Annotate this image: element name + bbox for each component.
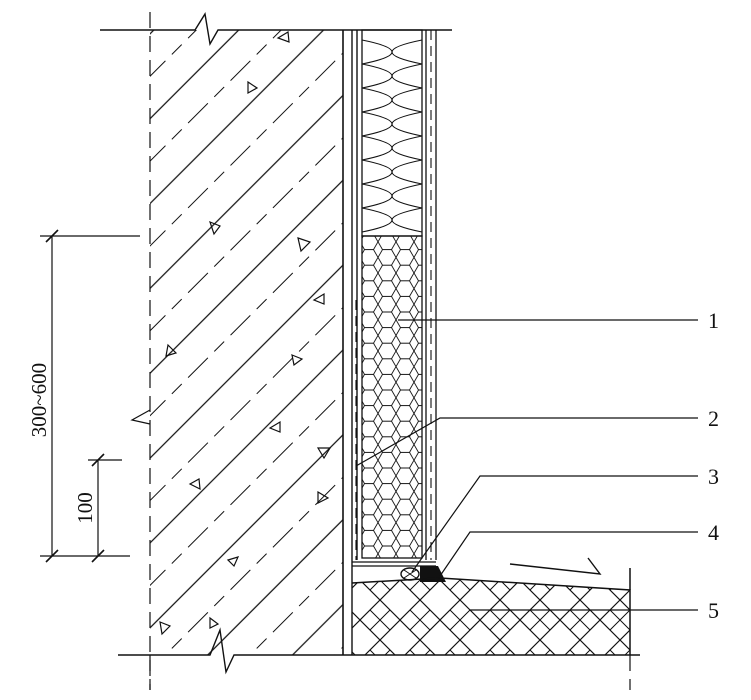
callout-2: 2: [708, 406, 719, 431]
callout-1: 1: [708, 308, 719, 333]
aggregate-marks: [159, 30, 332, 636]
leader-lines: [355, 319, 698, 611]
compacted-soil: [149, 568, 631, 690]
slope-arrow: [509, 557, 602, 575]
dimension-outer: 300~600: [27, 229, 140, 563]
callout-5: 5: [708, 598, 719, 623]
mineral-wool-insulation: [361, 29, 423, 237]
dimension-inner: 100: [73, 453, 122, 563]
rigid-insulation-board: [361, 235, 423, 559]
callout-4: 4: [708, 520, 719, 545]
callout-3: 3: [708, 464, 719, 489]
concrete-wall: [130, 12, 344, 690]
dimension-inner-label: 100: [73, 492, 97, 524]
waterproof-membrane: [351, 30, 358, 655]
dimension-outer-label: 300~600: [27, 363, 51, 437]
